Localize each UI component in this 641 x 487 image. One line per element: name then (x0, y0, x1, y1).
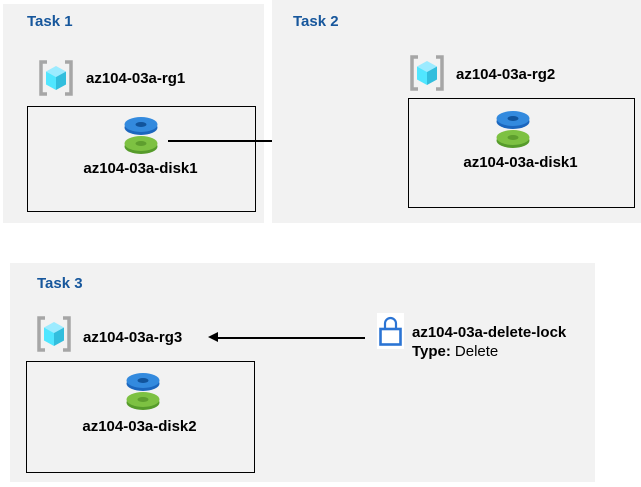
task1-panel (3, 4, 264, 223)
task3-panel (10, 263, 595, 482)
disk-icon (126, 373, 160, 410)
lock-type-value: Delete (454, 343, 499, 360)
disk-label: az104-03a-disk1 (83, 160, 198, 177)
lock-arrow-line (217, 337, 365, 339)
lock-arrow-head-icon (208, 332, 218, 342)
lock-type-label: Type: (412, 343, 451, 360)
task2-resource-box (408, 98, 635, 208)
resource-group-icon (39, 60, 73, 96)
task1-resource-box (27, 106, 256, 212)
task3-resource-box (26, 361, 255, 473)
disk-icon (496, 111, 530, 148)
task1-title: Task 1 (27, 13, 73, 30)
resource-group-label: az104-03a-rg2 (456, 66, 556, 83)
disk-label: az104-03a-disk2 (82, 418, 197, 435)
task2-panel (272, 0, 641, 223)
resource-group-label: az104-03a-rg1 (86, 70, 186, 87)
lock-type-line: Type:Delete (412, 343, 498, 360)
lock-icon (379, 316, 402, 346)
lock-plate (377, 313, 404, 349)
task2-title: Task 2 (293, 13, 339, 30)
resource-group-icon (410, 55, 444, 91)
task3-title: Task 3 (37, 275, 83, 292)
resource-group-icon (37, 316, 71, 352)
disk-label: az104-03a-disk1 (463, 154, 578, 171)
resource-group-label: az104-03a-rg3 (83, 329, 183, 346)
lock-name-label: az104-03a-delete-lock (412, 324, 567, 341)
disk-icon (124, 117, 158, 154)
